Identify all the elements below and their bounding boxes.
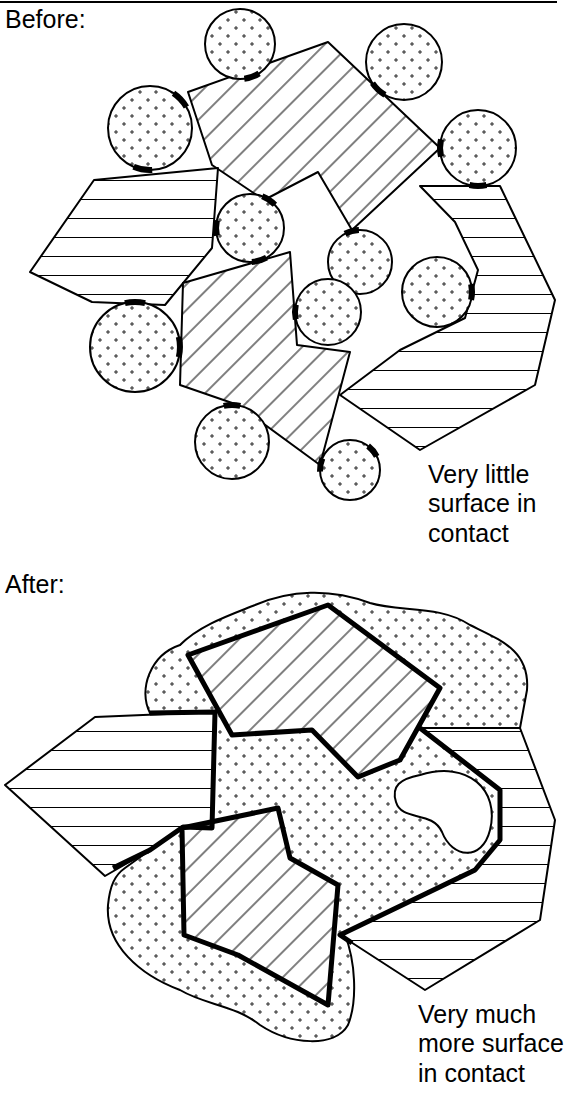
contact-mark (179, 337, 180, 357)
round-particle (216, 194, 284, 262)
round-particle (295, 279, 361, 345)
top-rule (0, 1, 557, 3)
round-particle (320, 440, 380, 500)
contact-mark (292, 305, 299, 320)
contact-mark (252, 258, 267, 262)
caption-note: Very much more surface in contact (418, 1000, 568, 1088)
contact-mark (468, 284, 475, 300)
round-particle (90, 302, 180, 392)
contact-mark (125, 302, 145, 303)
contact-mark (470, 182, 487, 189)
round-particle (195, 405, 269, 479)
contact-mark (174, 93, 187, 107)
contact-mark (262, 196, 275, 205)
contact-mark (368, 446, 377, 456)
round-particle (402, 257, 472, 327)
contact-mark (373, 83, 386, 95)
angular-particle (182, 808, 338, 1005)
contact-mark (213, 220, 220, 235)
round-particle (366, 24, 442, 100)
contact-edge (340, 728, 500, 943)
contact-mark (224, 402, 241, 409)
round-particle (108, 86, 192, 170)
contact-mark (244, 73, 259, 78)
contact-mark (437, 140, 444, 157)
after-particles (5, 593, 555, 1041)
contact-mark (320, 458, 322, 471)
angular-particle (188, 605, 440, 777)
contact-edge (113, 712, 215, 868)
panel-heading: Before: (5, 5, 125, 34)
contact-mark (134, 167, 153, 170)
panel-heading: After: (5, 570, 125, 599)
round-particle (205, 9, 275, 79)
before-particles (30, 9, 555, 500)
pore (395, 771, 492, 853)
angular-particle (340, 186, 555, 450)
round-particle (440, 110, 516, 186)
contact-mark (345, 230, 359, 234)
caption-note: Very little surface in contact (428, 460, 564, 548)
